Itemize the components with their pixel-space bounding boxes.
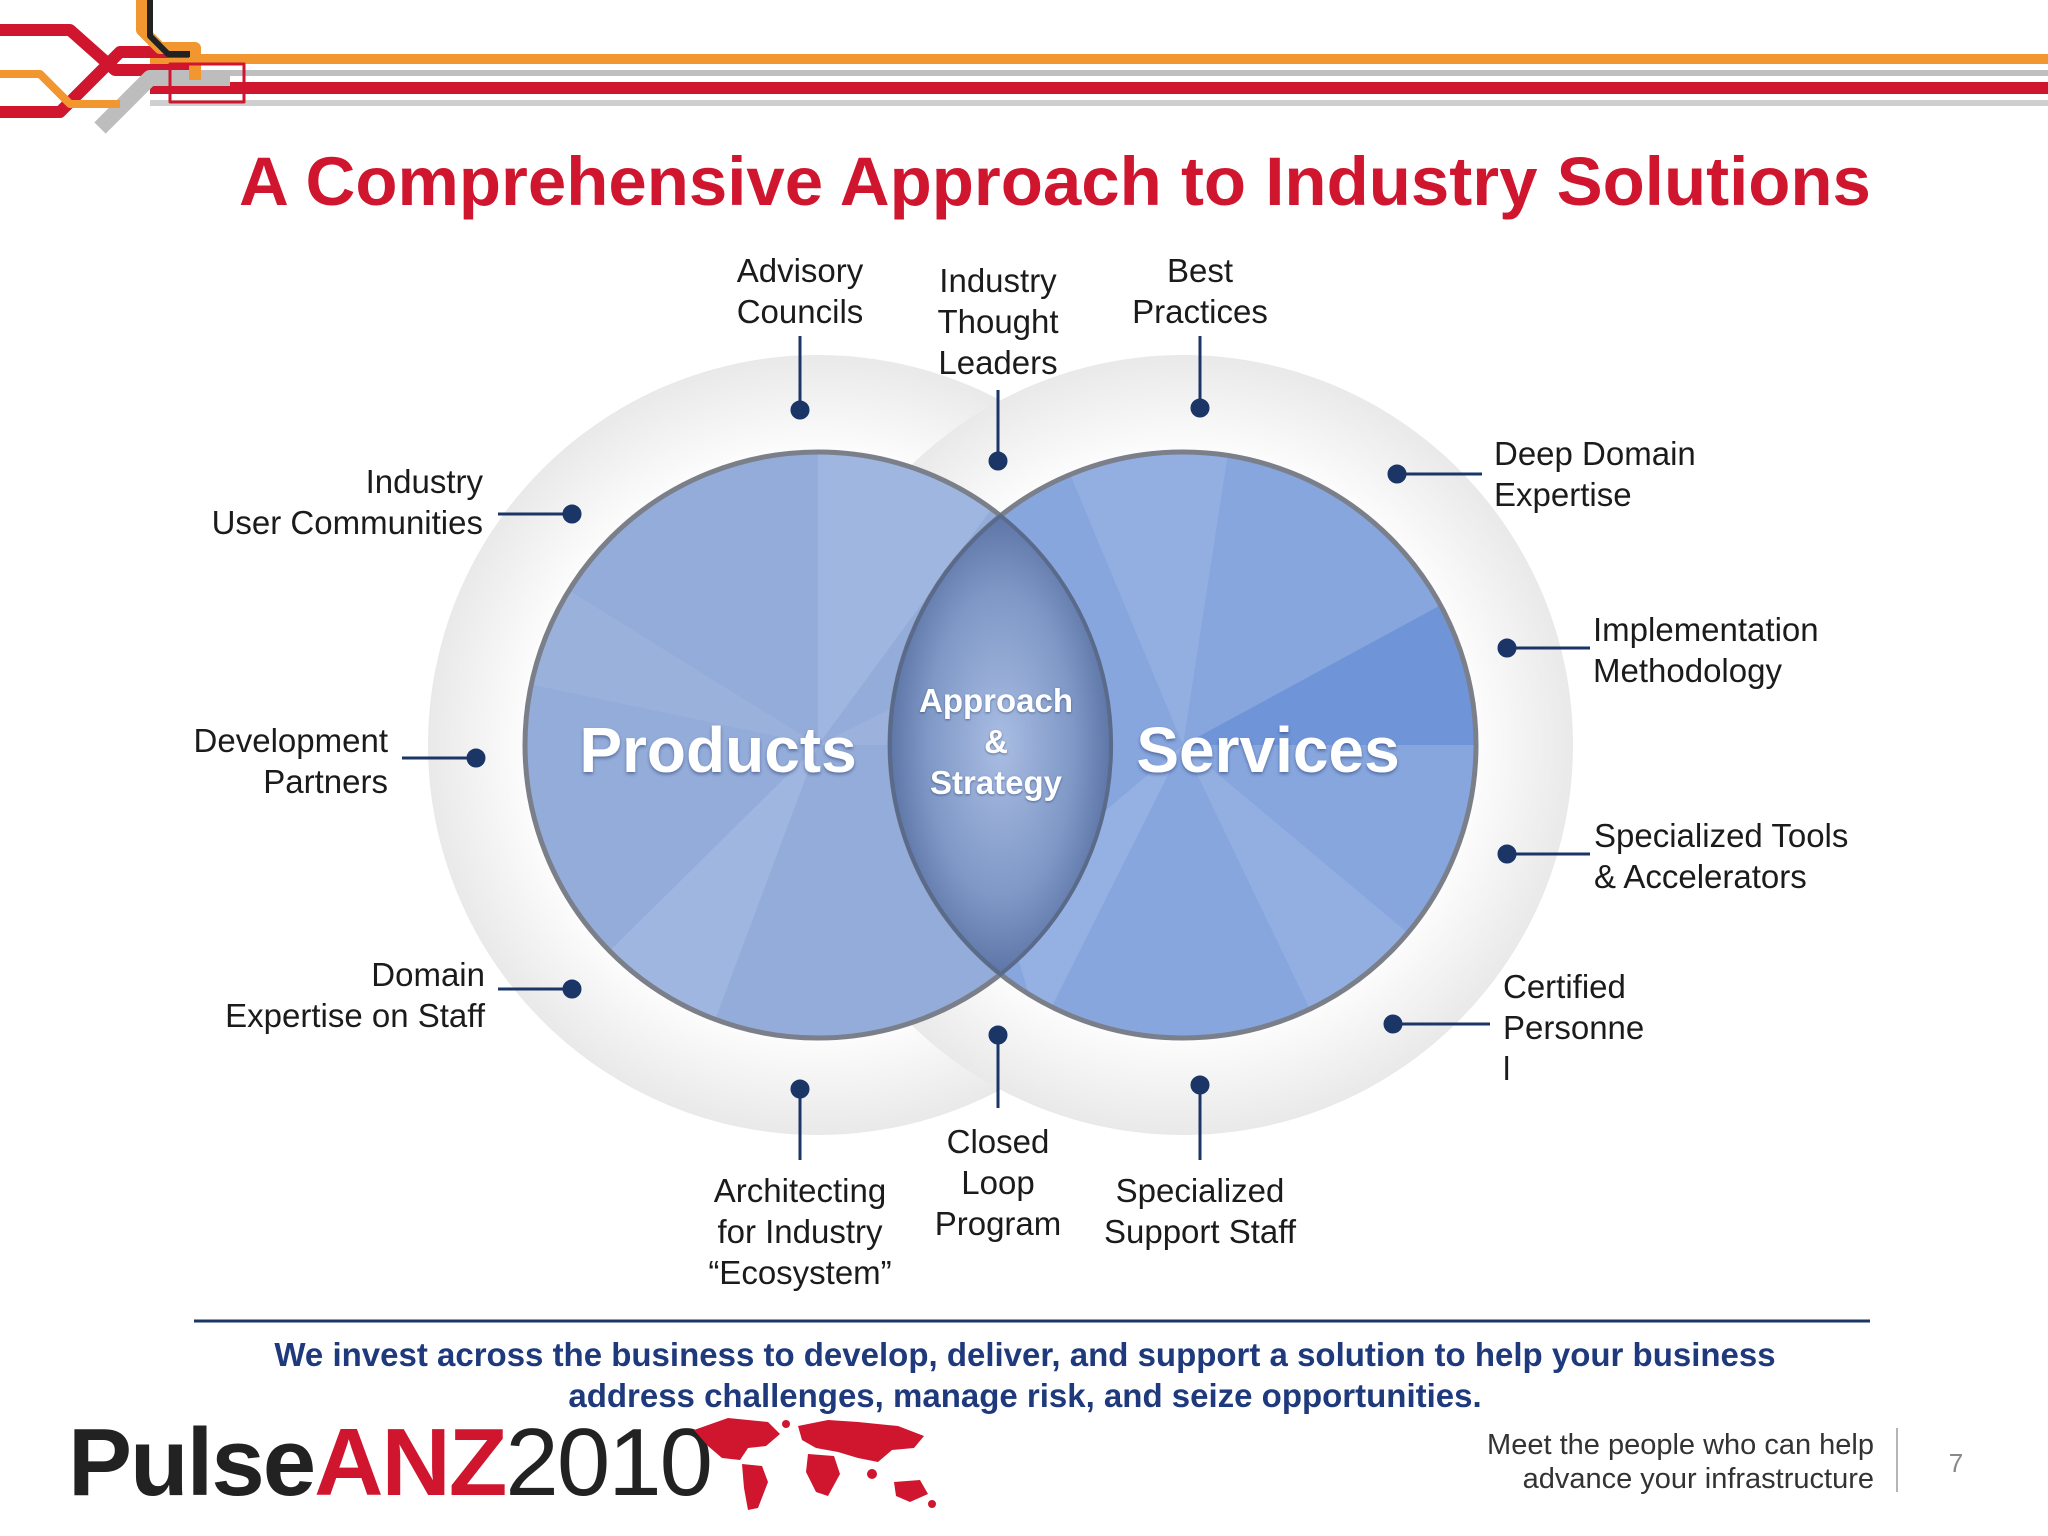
label-advisory-councils: Advisory Councils <box>736 252 864 330</box>
footer-tagline: Meet the people who can help advance you… <box>1487 1429 1874 1495</box>
label-industry-thought-leaders: Industry Thought Leaders <box>937 262 1059 381</box>
pulse-anz-logo: PulseANZ2010 <box>68 1413 713 1513</box>
label-best-practices: Best Practices <box>1132 252 1268 330</box>
label-specialized-support-staff: Specialized Support Staff <box>1103 1172 1297 1250</box>
label-industry-user-communities: Industry User Communities <box>211 463 483 541</box>
world-map-icon <box>694 1418 936 1510</box>
slide-title: A Comprehensive Approach to Industry Sol… <box>239 143 1871 220</box>
logo-year: 2010 <box>505 1409 713 1516</box>
footer-divider <box>1896 1428 1898 1492</box>
page-number: 7 <box>1948 1448 1964 1478</box>
label-architecting-ecosystem: Architecting for Industry “Ecosystem” <box>708 1172 892 1291</box>
label-deep-domain-expertise: Deep Domain Expertise <box>1494 435 1696 513</box>
services-label: Services <box>1136 714 1400 786</box>
label-implementation-methodology: Implementation Methodology <box>1593 611 1819 689</box>
label-development-partners: Development Partners <box>193 722 388 800</box>
tagline: We invest across the business to develop… <box>274 1336 1776 1414</box>
circuit-lines-decoration <box>0 0 246 134</box>
header-stripes <box>0 0 2048 134</box>
label-domain-expertise-on-staff: Domain Expertise on Staff <box>225 956 485 1034</box>
label-specialized-tools: Specialized Tools & Accelerators <box>1594 817 1849 895</box>
logo-anz: ANZ <box>314 1409 507 1516</box>
approach-strategy-lens <box>887 513 1114 977</box>
label-certified-personnel: Certified Personne l <box>1503 968 1645 1087</box>
approach-strategy-label: Approach & Strategy <box>918 682 1073 801</box>
logo-pulse: Pulse <box>68 1409 316 1516</box>
connectors <box>402 336 1590 1160</box>
label-closed-loop-program: Closed Loop Program <box>934 1123 1062 1242</box>
products-label: Products <box>579 714 857 786</box>
